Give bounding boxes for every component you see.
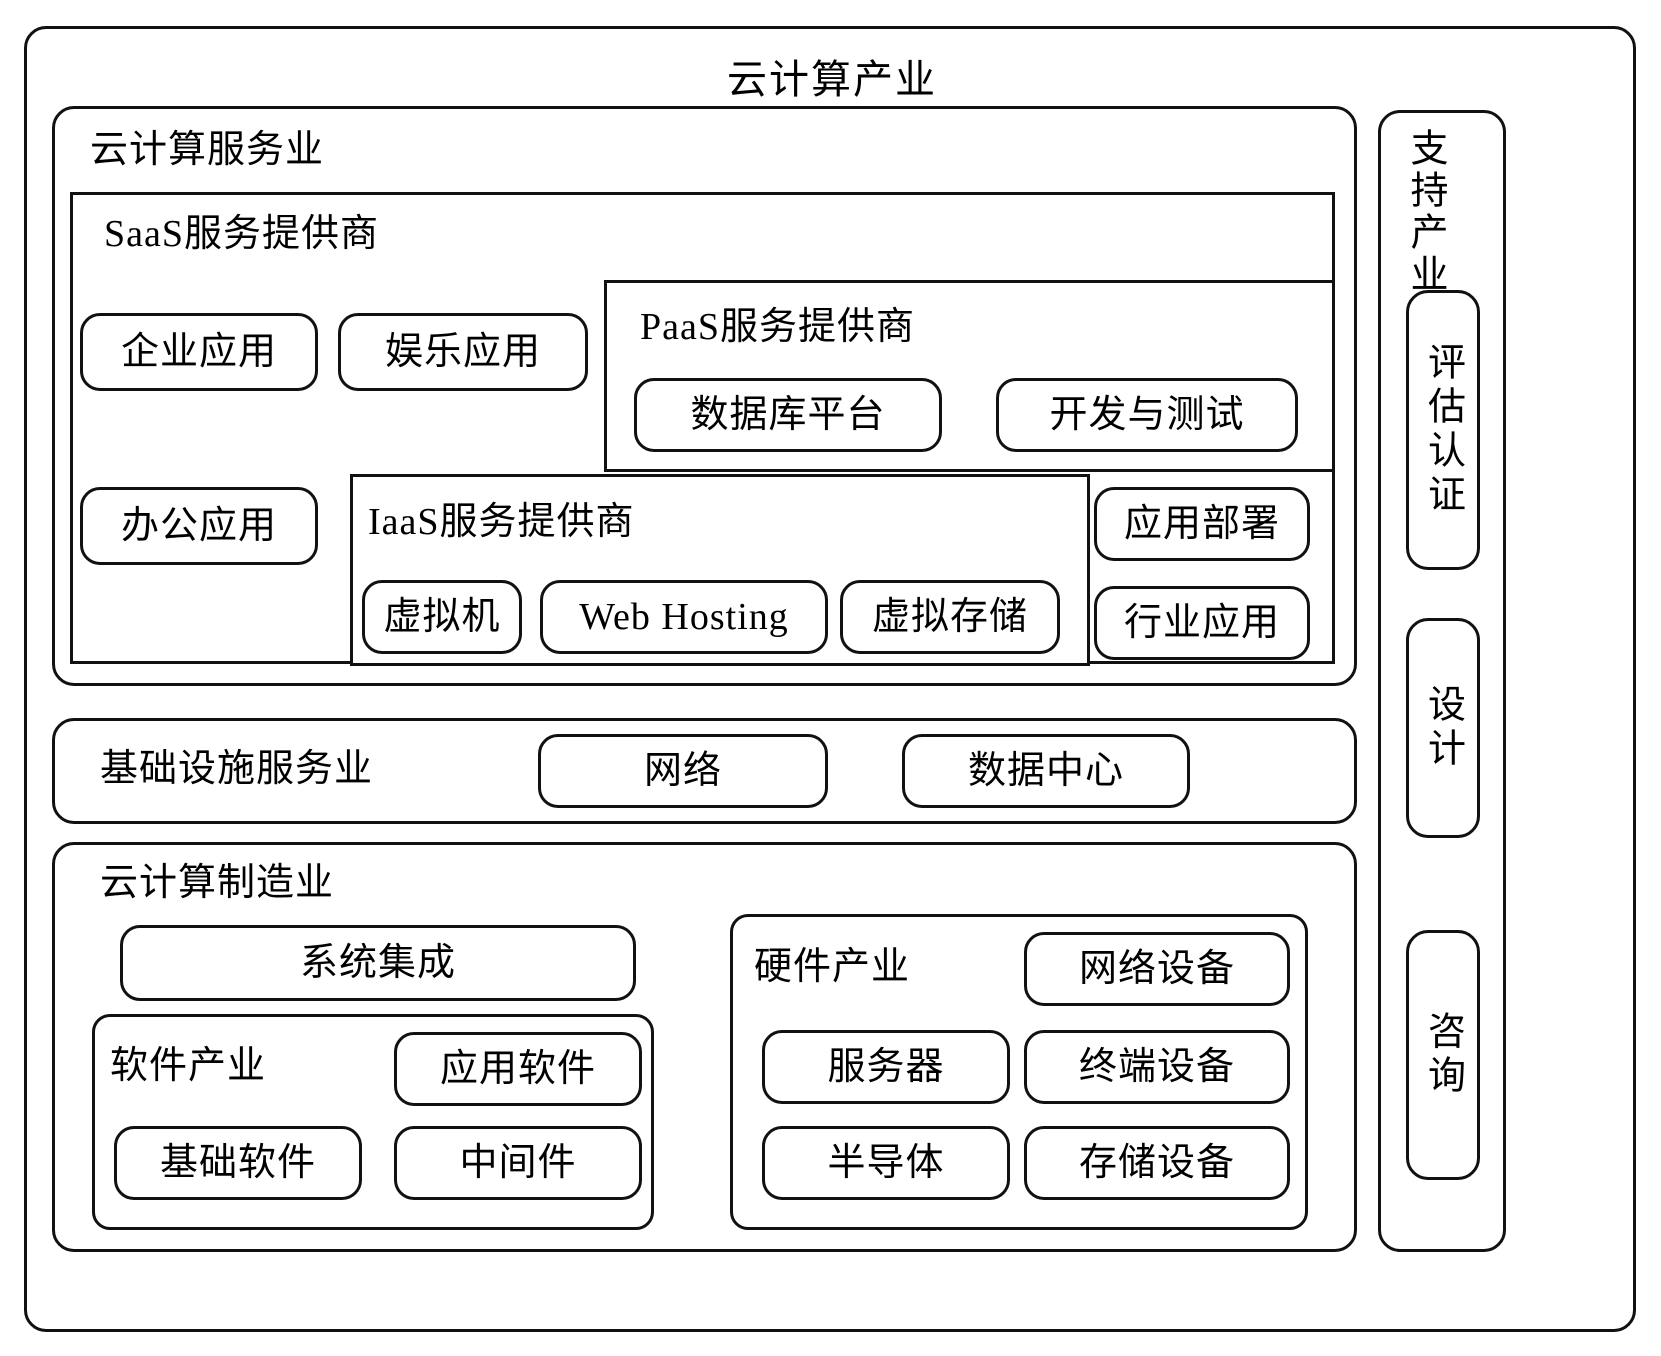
support-item-design[interactable]: 设计 — [1406, 618, 1480, 838]
saas-item-entertainment-app[interactable]: 娱乐应用 — [338, 313, 588, 391]
iaas-item-virtual-storage[interactable]: 虚拟存储 — [840, 580, 1060, 654]
software-item-application-software[interactable]: 应用软件 — [394, 1032, 642, 1106]
support-item-assessment-certification[interactable]: 评估认证 — [1406, 290, 1480, 570]
infrastructure-item-network[interactable]: 网络 — [538, 734, 828, 808]
saas-provider-title: SaaS服务提供商 — [104, 213, 380, 255]
infrastructure-service-industry-title: 基础设施服务业 — [100, 748, 374, 790]
paas-item-dev-and-test[interactable]: 开发与测试 — [996, 378, 1298, 452]
saas-item-enterprise-app[interactable]: 企业应用 — [80, 313, 318, 391]
support-item-consulting[interactable]: 咨询 — [1406, 930, 1480, 1180]
saas-item-app-deployment[interactable]: 应用部署 — [1094, 487, 1310, 561]
cloud-manufacturing-industry-title: 云计算制造业 — [100, 862, 335, 904]
hardware-industry-title: 硬件产业 — [754, 946, 911, 988]
hardware-item-storage-equipment[interactable]: 存储设备 — [1024, 1126, 1290, 1200]
saas-item-industry-app[interactable]: 行业应用 — [1094, 586, 1310, 660]
paas-provider-title: PaaS服务提供商 — [640, 306, 916, 348]
infrastructure-item-data-center[interactable]: 数据中心 — [902, 734, 1190, 808]
software-item-middleware[interactable]: 中间件 — [394, 1126, 642, 1200]
saas-item-office-app[interactable]: 办公应用 — [80, 487, 318, 565]
hardware-item-network-equipment[interactable]: 网络设备 — [1024, 932, 1290, 1006]
iaas-provider-title: IaaS服务提供商 — [368, 501, 635, 543]
iaas-item-web-hosting[interactable]: Web Hosting — [540, 580, 828, 654]
hardware-item-terminal-equipment[interactable]: 终端设备 — [1024, 1030, 1290, 1104]
iaas-item-virtual-machine[interactable]: 虚拟机 — [362, 580, 522, 654]
software-industry-title: 软件产业 — [110, 1045, 267, 1087]
support-industry-title: 支持产业 — [1404, 128, 1446, 296]
manufacturing-item-system-integration[interactable]: 系统集成 — [120, 925, 636, 1001]
diagram-title: 云计算产业 — [727, 57, 937, 102]
hardware-item-semiconductor[interactable]: 半导体 — [762, 1126, 1010, 1200]
cloud-service-industry-title: 云计算服务业 — [90, 129, 325, 171]
hardware-item-server[interactable]: 服务器 — [762, 1030, 1010, 1104]
paas-item-database-platform[interactable]: 数据库平台 — [634, 378, 942, 452]
software-item-basic-software[interactable]: 基础软件 — [114, 1126, 362, 1200]
